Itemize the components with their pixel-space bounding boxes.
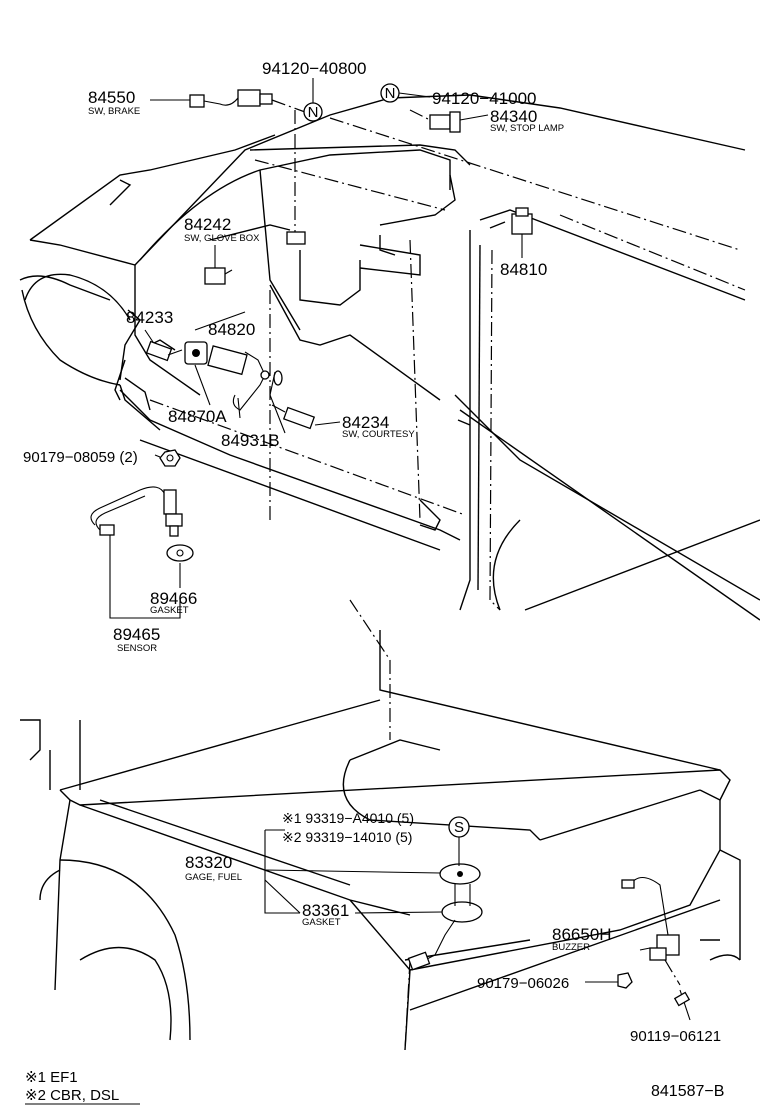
label-90179-06026: 90179−06026 [477,975,569,992]
label-84870A: 84870A [168,407,227,426]
label-93319-a: ※1 93319−A4010 (5) [282,810,414,826]
label-86650H-name: BUZZER [552,942,590,953]
label-89466: 89466 [150,589,197,608]
label-89465-name: SENSOR [117,643,157,654]
label-84931B: 84931B [221,431,280,450]
relay-84810-part [511,207,533,258]
switch-84233-part [144,329,183,362]
n-marker-right: N [380,83,400,103]
label-90119-06121: 90119−06121 [630,1028,721,1045]
label-84340-name: SW, STOP LAMP [490,123,564,134]
buzzer-part [585,876,691,1021]
leader-84931B-a [237,397,241,419]
label-84234-name: SW, COURTESY [342,429,415,440]
label-84810: 84810 [500,260,547,279]
label-86650H: 86650H [552,925,612,944]
stop-lamp-switch-part [409,109,489,133]
switch-84820-part [184,311,270,411]
label-84340: 84340 [490,107,537,126]
glove-box-switch-part [204,110,306,285]
svg-text:S: S [454,819,464,836]
cab-body-drawing [19,94,760,621]
clip-part [273,370,283,386]
label-84233: 84233 [126,308,173,327]
brake-switch-part [150,89,306,113]
svg-text:N: N [308,104,319,121]
label-84550-name: SW, BRAKE [88,106,140,117]
fuel-gage-part: S [264,816,483,971]
oxygen-sensor-part [90,486,194,619]
label-89466-name: GASKET [150,605,189,616]
label-84820: 84820 [208,320,255,339]
leader-84931B-b [269,371,286,434]
label-83320: 83320 [185,853,232,872]
label-84242: 84242 [184,215,231,234]
nut-90179-08059-part [154,449,181,467]
leader-94120-41000 [398,92,431,98]
label-94120-41000: 94120−41000 [432,89,536,108]
label-90179-08059: 90179−08059 (2) [23,449,138,466]
figure-id: 841587−B [651,1083,724,1100]
leader-84870A [194,364,211,406]
label-94120-40800: 94120−40800 [262,59,366,78]
label-84242-name: SW, GLOVE BOX [184,233,260,244]
label-84550: 84550 [88,88,135,107]
label-93319-b: ※2 93319−14010 (5) [282,829,412,845]
label-84234: 84234 [342,413,389,432]
n-marker-left: N [303,102,323,122]
svg-text:N: N [385,85,396,102]
bed-body-drawing [20,599,741,1051]
label-83320-name: GAGE, FUEL [185,872,242,883]
footnote-1: ※1 EF1 [25,1069,78,1086]
courtesy-switch-part [271,404,341,430]
label-89465: 89465 [113,625,160,644]
label-83361: 83361 [302,901,349,920]
footnote-2: ※2 CBR, DSL [25,1087,119,1104]
label-83361-name: GASKET [302,917,341,928]
